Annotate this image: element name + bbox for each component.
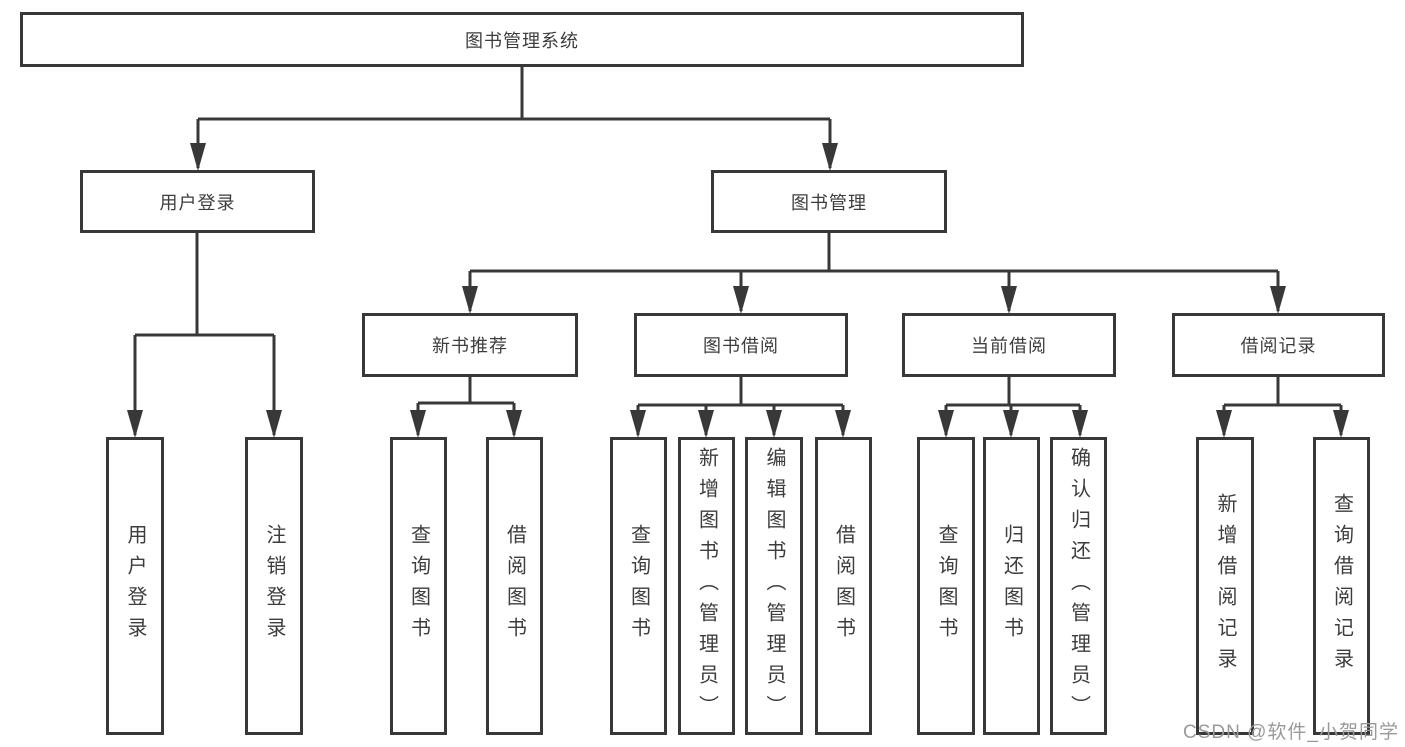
node-leaf-borrow-books-recommend: 借阅图书 [486,437,543,735]
node-new-book-recommend: 新书推荐 [362,313,578,377]
node-label: 用户登录 [159,192,236,213]
node-label: 新书推荐 [432,336,508,356]
node-label: 新增图书（管理员） [695,446,718,726]
arrow-down-icon [1270,286,1286,314]
node-current-borrow: 当前借阅 [902,313,1116,377]
node-label: 查询图书 [935,524,957,648]
arrow-down-icon [698,410,714,438]
node-leaf-query-books-borrow: 查询图书 [610,437,667,735]
node-user-login-group: 用户登录 [80,170,315,233]
node-label: 编辑图书（管理员） [763,446,785,726]
node-leaf-add-books-admin: 新增图书（管理员） [678,437,735,735]
arrow-down-icon [1003,410,1019,438]
connector-new-book-to-leaves [416,377,516,435]
arrow-down-icon [766,410,782,438]
arrow-down-icon [733,286,749,314]
node-label: 确认归还（管理员） [1067,446,1090,726]
node-book-borrow: 图书借阅 [634,313,848,377]
node-leaf-return-books: 归还图书 [983,437,1040,735]
node-label: 注销登录 [263,524,285,648]
node-leaf-add-borrow-record: 新增借阅记录 [1196,437,1254,735]
connector-book-borrow-to-leaves [636,377,845,435]
connector-root-to-level2 [196,67,832,168]
arrow-down-icon [410,410,426,438]
arrow-down-icon [630,410,646,438]
arrow-down-icon [1001,286,1017,314]
node-borrow-records: 借阅记录 [1172,313,1385,377]
node-leaf-confirm-return-admin: 确认归还（管理员） [1050,437,1107,735]
node-leaf-user-login: 用户登录 [106,437,164,735]
node-label: 借阅记录 [1240,336,1317,356]
arrow-down-icon [190,143,206,171]
arrow-down-icon [938,410,954,438]
node-label: 查询借阅记录 [1330,493,1353,679]
node-label: 图书管理 [791,192,867,213]
node-label: 归还图书 [1000,524,1023,648]
arrow-down-icon [822,143,838,171]
connector-borrow-records-to-leaves [1222,377,1343,435]
arrow-down-icon [1333,410,1349,438]
node-label: 当前借阅 [971,336,1047,356]
arrow-down-icon [835,410,851,438]
arrow-down-icon [506,410,522,438]
node-label: 借阅图书 [503,524,526,648]
arrow-down-icon [266,410,282,438]
connector-book-management-to-level3 [468,233,1280,311]
node-label: 新增借阅记录 [1214,493,1236,679]
node-leaf-query-borrow-record: 查询借阅记录 [1313,437,1370,735]
node-leaf-query-books-current: 查询图书 [917,437,975,735]
node-leaf-logout: 注销登录 [245,437,303,735]
watermark: CSDN @软件_小贺同学 [1183,722,1399,743]
connector-user-login-to-leaves [133,233,276,435]
node-label: 借阅图书 [832,524,855,648]
node-leaf-query-books-recommend: 查询图书 [390,437,447,735]
node-leaf-borrow-books: 借阅图书 [815,437,872,735]
arrow-down-icon [127,410,143,438]
node-leaf-edit-books-admin: 编辑图书（管理员） [745,437,803,735]
arrow-down-icon [462,286,478,314]
node-label: 查询图书 [627,524,650,648]
node-label: 用户登录 [124,524,146,648]
node-book-management: 图书管理 [711,170,947,233]
node-root: 图书管理系统 [20,12,1024,67]
arrow-down-icon [1216,410,1232,438]
arrow-down-icon [1072,410,1088,438]
node-label: 图书管理系统 [465,30,579,51]
node-label: 图书借阅 [703,336,779,356]
connector-current-borrow-to-leaves [944,377,1082,435]
node-label: 查询图书 [407,524,430,648]
